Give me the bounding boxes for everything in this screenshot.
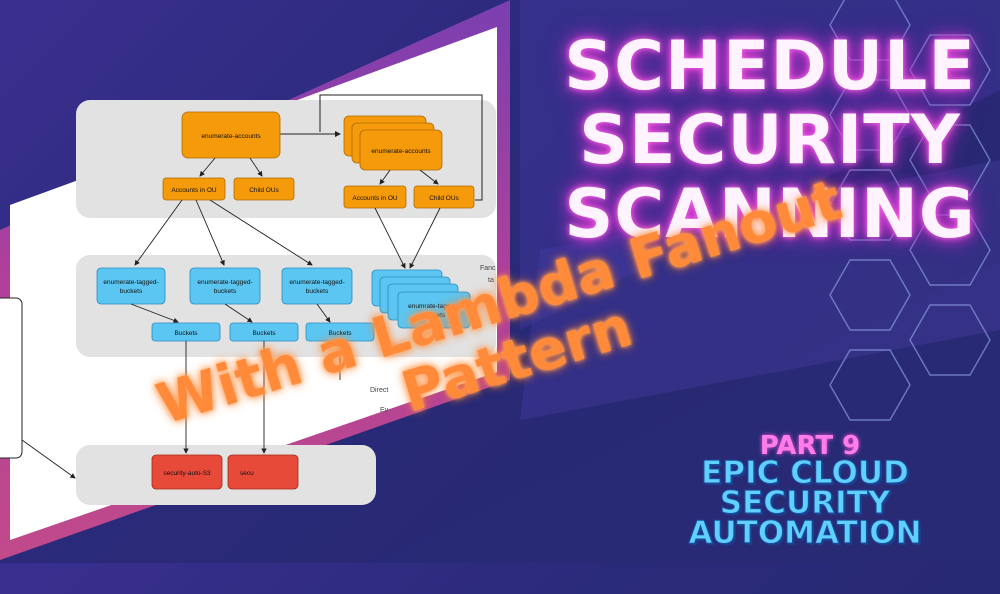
part-label: PART 9	[759, 431, 861, 461]
series-line-3: AUTOMATION	[688, 515, 922, 551]
series-line-2: SECURITY	[719, 485, 891, 521]
architecture-diagram: enumerate-accounts Accounts in OU Child …	[0, 0, 510, 560]
background-band	[370, 0, 1000, 563]
node-enumerate-accounts-left: enumerate-accounts	[201, 133, 261, 140]
node-child-ous-right: Child OUs	[429, 195, 459, 202]
node-tagged-buckets-2-line2: buckets	[214, 288, 237, 295]
node-security-auto-s3: security-auto-S3	[163, 470, 211, 477]
node-buckets-3: Buckets	[328, 330, 352, 337]
node-tagged-buckets-4-line2: buckets	[423, 312, 446, 319]
main-title: SCHEDULE SECURITY SCANNING	[560, 30, 980, 252]
title-line-3: SCANNING	[564, 175, 976, 254]
node-child-ous-left: Child OUs	[249, 187, 279, 194]
node-enumerate-accounts-right: enumerate-accounts	[371, 148, 431, 155]
node-tagged-buckets-3-line2: buckets	[306, 288, 329, 295]
note-direct-line2: Ev	[380, 407, 389, 414]
node-tagged-buckets-1: enumerate-tagged-	[103, 279, 158, 286]
node-security-auto-partial: secu	[240, 470, 254, 477]
node-buckets-1: Buckets	[174, 330, 198, 337]
note-fanout-line2: ta	[488, 277, 494, 284]
series-title: EPIC CLOUD SECURITY AUTOMATION	[640, 455, 970, 551]
node-tagged-buckets-4: enumrate-tagged-	[408, 303, 460, 310]
title-line-2: SECURITY	[579, 101, 961, 180]
note-direct-line1: Direct	[370, 387, 388, 394]
series-line-1: EPIC CLOUD	[701, 455, 910, 491]
node-buckets-2: Buckets	[252, 330, 276, 337]
node-accounts-in-ou-right: Accounts in OU	[352, 195, 397, 202]
title-line-1: SCHEDULE	[564, 27, 976, 106]
note-fanout-line1: Fanc	[480, 265, 496, 272]
hexagon-pattern	[829, 0, 991, 421]
node-accounts-in-ou-left: Accounts in OU	[171, 187, 216, 194]
node-tagged-buckets-2: enumerate-tagged-	[197, 279, 252, 286]
node-tagged-buckets-3: enumerate-tagged-	[289, 279, 344, 286]
node-tagged-buckets-1-line2: buckets	[120, 288, 143, 295]
